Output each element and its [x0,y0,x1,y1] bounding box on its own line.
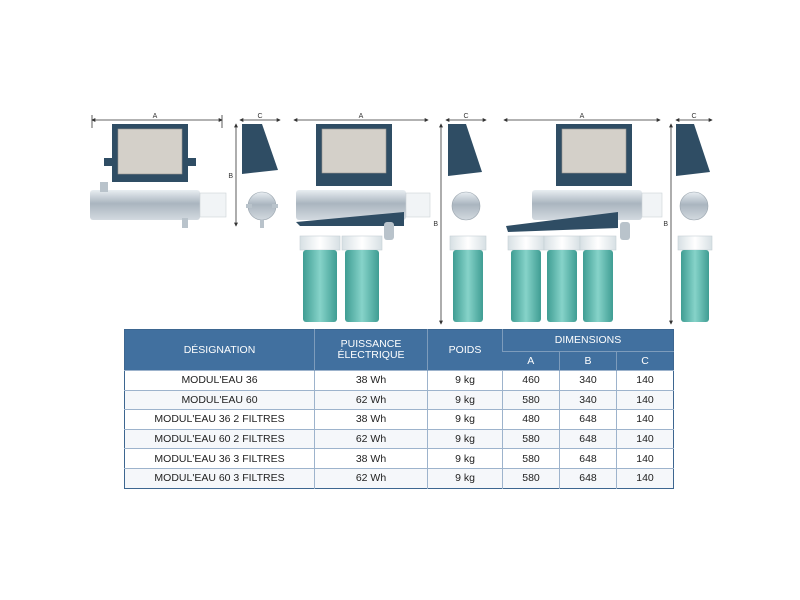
cell-designation: MODUL'EAU 36 [124,370,315,391]
cell-designation: MODUL'EAU 36 2 FILTRES [124,409,315,430]
dim-label-b: B [228,173,233,180]
cell-dim-a: 480 [502,409,560,430]
table-header-row: DÉSIGNATION PUISSANCE ÉLECTRIQUE POIDS D… [124,329,674,371]
cell-dim-c: 140 [615,389,674,410]
cell-dim-c: 140 [615,467,674,489]
cell-designation: MODUL'EAU 60 2 FILTRES [124,428,315,449]
unit-1-side-view: C B [228,113,281,228]
cell-power: 62 Wh [314,467,428,489]
cell-dim-c: 140 [615,428,674,449]
dim-label-c: C [463,113,468,120]
table-subheader-row: A B C [125,351,674,371]
cell-power: 38 Wh [314,448,428,469]
cell-dim-a: 580 [502,389,560,410]
unit-2-side-view: C B [433,113,487,325]
cell-dim-c: 140 [615,448,674,469]
cell-power: 38 Wh [314,370,428,391]
cell-dim-b: 648 [559,409,617,430]
cell-weight: 9 kg [427,428,503,449]
dim-label-a: A [580,113,585,120]
dim-label-b: B [433,221,438,228]
dim-label-a: A [153,113,158,120]
cell-power: 62 Wh [314,428,428,449]
header-dim-a: A [502,351,560,371]
dim-label-c: C [257,113,262,120]
table-row: MODUL'EAU 36 2 FILTRES 38 Wh 9 kg 480 64… [124,409,674,430]
dim-label-c: C [691,113,696,120]
cell-dim-b: 340 [559,370,617,391]
cell-dim-a: 460 [502,370,560,391]
cell-designation: MODUL'EAU 60 3 FILTRES [124,467,315,489]
table-row: MODUL'EAU 60 62 Wh 9 kg 580 340 140 [124,389,674,410]
header-dim-b: B [559,351,617,371]
specifications-table: DÉSIGNATION PUISSANCE ÉLECTRIQUE POIDS D… [124,329,675,489]
cell-weight: 9 kg [427,467,503,489]
dim-label-b: B [663,221,668,228]
unit-1-front-view: A [90,113,227,228]
cell-power: 38 Wh [314,409,428,430]
technical-drawings-svg: A C B A [90,113,713,325]
table-row: MODUL'EAU 36 38 Wh 9 kg 460 340 140 [124,370,674,391]
cell-power: 62 Wh [314,389,428,410]
cell-dim-b: 648 [559,467,617,489]
header-dim-c: C [615,351,674,371]
cell-weight: 9 kg [427,389,503,410]
cell-dim-b: 340 [559,389,617,410]
cell-designation: MODUL'EAU 60 [124,389,315,410]
table-row: MODUL'EAU 36 3 FILTRES 38 Wh 9 kg 580 64… [124,448,674,469]
unit-2-front-view: A [293,113,431,322]
table-row: MODUL'EAU 60 3 FILTRES 62 Wh 9 kg 580 64… [124,467,674,489]
cell-dim-a: 580 [502,428,560,449]
cell-weight: 9 kg [427,448,503,469]
cell-dim-a: 580 [502,448,560,469]
cell-dim-c: 140 [615,370,674,391]
cell-dim-c: 140 [615,409,674,430]
cell-weight: 9 kg [427,370,503,391]
dim-label-a: A [359,113,364,120]
header-dimensions: DIMENSIONS [501,329,674,352]
cell-dim-b: 648 [559,428,617,449]
header-designation: DÉSIGNATION [124,329,315,371]
product-drawings: A C B A [90,113,713,325]
header-weight: POIDS [427,329,503,371]
header-power: PUISSANCE ÉLECTRIQUE [314,329,428,371]
table-row: MODUL'EAU 60 2 FILTRES 62 Wh 9 kg 580 64… [124,428,674,449]
unit-3-front-view: A [503,113,663,322]
cell-dim-a: 580 [502,467,560,489]
cell-dim-b: 648 [559,448,617,469]
cell-weight: 9 kg [427,409,503,430]
unit-3-side-view: C B [663,113,713,325]
cell-designation: MODUL'EAU 36 3 FILTRES [124,448,315,469]
